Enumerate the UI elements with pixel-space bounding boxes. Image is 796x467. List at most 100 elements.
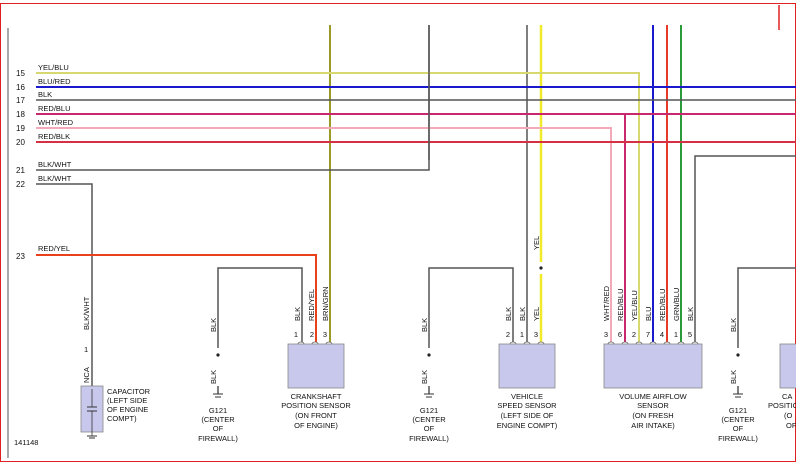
vaf-wire-7: BLU bbox=[644, 306, 653, 321]
row-label-15: YEL/BLU bbox=[38, 63, 69, 72]
right-blk-loop bbox=[737, 267, 796, 342]
capacitor-line-2: (LEFT SIDE bbox=[107, 396, 147, 405]
vaf-pin-5: 5 bbox=[688, 330, 692, 339]
vaf-wire-2: YEL/BLU bbox=[630, 290, 639, 321]
vaf-body bbox=[603, 343, 703, 389]
vss-line-4: ENGINE COMPT) bbox=[497, 421, 558, 430]
vss-line-1: VEHICLE bbox=[511, 392, 543, 401]
vaf-line-3: (ON FRESH bbox=[632, 411, 673, 420]
partial-line-2: POSITIO bbox=[768, 401, 796, 410]
ground-3-line-2: OF bbox=[733, 424, 744, 433]
partial-line-1: CA bbox=[782, 392, 792, 401]
vss-wire-2: BLK bbox=[504, 307, 513, 321]
vaf-wire-1: GRN/BLU bbox=[672, 288, 681, 321]
capacitor-nca: NCA bbox=[82, 367, 91, 383]
ground-3-dot bbox=[736, 353, 740, 357]
crank-blk-loop bbox=[217, 267, 303, 342]
ground-3-wire-top: BLK bbox=[729, 318, 738, 332]
crank-line-2: POSITION SENSOR bbox=[281, 401, 351, 410]
partial-line-4: OF bbox=[786, 421, 796, 430]
crank-pin-1: 1 bbox=[294, 330, 298, 339]
ground-1-line-1: (CENTER bbox=[201, 415, 235, 424]
row-label-19: WHT/RED bbox=[38, 118, 74, 127]
row-num-19: 19 bbox=[16, 124, 25, 133]
capacitor-wire-label: BLK/WHT bbox=[82, 296, 91, 330]
crank-wire-3: BRN/GRN bbox=[321, 286, 330, 321]
row-label-20: RED/BLK bbox=[38, 132, 70, 141]
row-labels: 15 YEL/BLU 16 BLU/RED 17 BLK 18 RED/BLU … bbox=[16, 63, 74, 261]
vss-sensor: YEL BLK BLK YEL 2 1 3 VEHICLE SPEED SENS… bbox=[497, 236, 558, 430]
wire-vaf-blk bbox=[694, 155, 796, 342]
crank-wire-2: RED/YEL bbox=[307, 289, 316, 321]
row-num-22: 22 bbox=[16, 180, 25, 189]
row-label-21: BLK/WHT bbox=[38, 160, 72, 169]
wire-row-23 bbox=[36, 254, 317, 342]
partial-component: CA POSITIO (O OF bbox=[768, 343, 796, 430]
ground-3-group: BLK BLK G121 (CENTER OF FIREWALL) bbox=[718, 318, 758, 443]
row-num-17: 17 bbox=[16, 96, 25, 105]
vaf-wire-4: RED/BLU bbox=[658, 288, 667, 321]
ground-3-wire-bottom: BLK bbox=[729, 370, 738, 384]
vaf-line-2: SENSOR bbox=[637, 401, 669, 410]
ground-1-dot bbox=[216, 353, 220, 357]
vaf-sensor: WHT/RED RED/BLU YEL/BLU BLU RED/BLU GRN/… bbox=[602, 285, 703, 430]
vaf-wire-6: RED/BLU bbox=[616, 288, 625, 321]
crank-pin-3: 3 bbox=[323, 330, 327, 339]
capacitor-group: BLK/WHT 1 NCA CAPACITOR (LEFT SIDE OF EN… bbox=[80, 296, 151, 439]
crank-pin-caps bbox=[297, 341, 333, 345]
row-label-17: BLK bbox=[38, 90, 52, 99]
ground-1-wire-bottom: BLK bbox=[209, 370, 218, 384]
row-label-23: RED/YEL bbox=[38, 244, 70, 253]
row-label-16: BLU/RED bbox=[38, 77, 71, 86]
ground-2-line-1: (CENTER bbox=[412, 415, 446, 424]
vaf-line-1: VOLUME AIRFLOW bbox=[619, 392, 687, 401]
crank-line-1: CRANKSHAFT bbox=[291, 392, 342, 401]
capacitor-line-4: COMPT) bbox=[107, 414, 137, 423]
crank-line-3: (ON FRONT bbox=[295, 411, 337, 420]
ground-2-line-3: FIREWALL) bbox=[409, 434, 449, 443]
crank-pin-2: 2 bbox=[310, 330, 314, 339]
vaf-pin-3: 3 bbox=[604, 330, 608, 339]
diagram-id: 141148 bbox=[14, 438, 38, 447]
ground-2-dot bbox=[427, 353, 431, 357]
vaf-pin-caps bbox=[607, 341, 699, 345]
vss-body bbox=[498, 343, 556, 389]
row-num-16: 16 bbox=[16, 83, 25, 92]
partial-body bbox=[779, 343, 796, 389]
ground-3-line-3: FIREWALL) bbox=[718, 434, 758, 443]
vss-pin-caps bbox=[509, 341, 545, 345]
vaf-pin-2: 2 bbox=[632, 330, 636, 339]
vss-pin-2: 2 bbox=[506, 330, 510, 339]
ground-2-line-2: OF bbox=[424, 424, 435, 433]
crankshaft-sensor: BLK RED/YEL BRN/GRN 1 2 3 CRANKSHAFT POS… bbox=[281, 286, 351, 430]
vss-blk-loop bbox=[428, 267, 514, 342]
row-label-22: BLK/WHT bbox=[38, 174, 72, 183]
vaf-pin-1: 1 bbox=[674, 330, 678, 339]
row-num-20: 20 bbox=[16, 138, 25, 147]
ground-2-wire-top: BLK bbox=[420, 318, 429, 332]
wire-row-22 bbox=[36, 183, 93, 356]
partial-line-3: (O bbox=[784, 411, 792, 420]
vaf-wire-3: WHT/RED bbox=[602, 285, 611, 321]
crank-wire-1: BLK bbox=[293, 307, 302, 321]
vss-pin-1: 1 bbox=[520, 330, 524, 339]
ground-2-group: BLK BLK G121 (CENTER OF FIREWALL) bbox=[409, 318, 449, 443]
ground-1-line-2: OF bbox=[213, 424, 224, 433]
ground-1-name: G121 bbox=[209, 406, 227, 415]
row-num-21: 21 bbox=[16, 166, 25, 175]
vss-top-wire: YEL bbox=[532, 236, 541, 250]
vss-line-3: (LEFT SIDE OF bbox=[501, 411, 554, 420]
row-label-18: RED/BLU bbox=[38, 104, 71, 113]
vss-pin-3: 3 bbox=[534, 330, 538, 339]
wire-row-15 bbox=[36, 72, 640, 342]
vaf-pin-6: 6 bbox=[618, 330, 622, 339]
wire-break-dot bbox=[539, 266, 543, 270]
wire-row-21 bbox=[36, 25, 430, 171]
wire-row-19 bbox=[36, 127, 612, 342]
ground-3-line-1: (CENTER bbox=[721, 415, 755, 424]
ground-3-name: G121 bbox=[729, 406, 747, 415]
vss-wire-1: BLK bbox=[518, 307, 527, 321]
vaf-wire-5: BLK bbox=[686, 307, 695, 321]
vss-wire-3: YEL bbox=[532, 307, 541, 321]
